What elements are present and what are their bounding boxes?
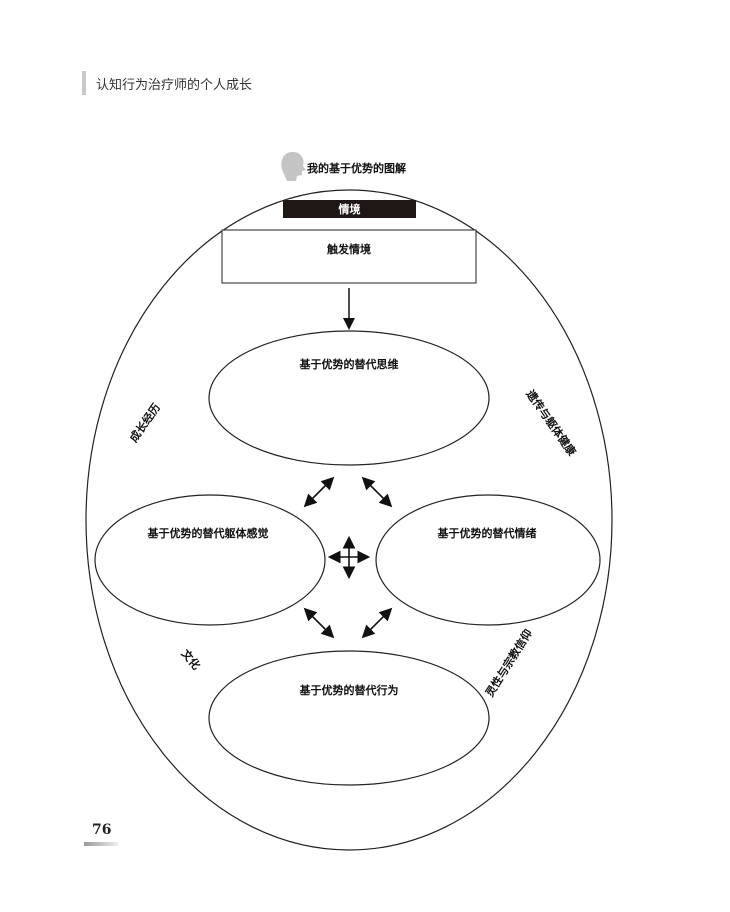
situation-label: 情境 — [339, 202, 361, 216]
emotions-ellipse — [375, 494, 601, 626]
header-accent-bar — [82, 71, 86, 95]
trigger-box — [221, 229, 477, 284]
behaviors-ellipse — [208, 650, 490, 786]
body-ellipse — [94, 494, 326, 626]
emotions-label: 基于优势的替代情绪 — [437, 526, 537, 540]
page-number: 76 — [92, 822, 112, 838]
thoughts-ellipse — [208, 330, 490, 466]
head-icon — [281, 151, 306, 181]
running-header: 认知行为治疗师的个人成长 — [96, 78, 253, 93]
body-label: 基于优势的替代躯体感觉 — [147, 526, 269, 540]
situation-header — [283, 200, 416, 218]
culture-label: 文化 — [179, 647, 204, 673]
diagram-title: 我的基于优势的图解 — [307, 161, 406, 175]
genetics-label: 遗传与躯体健康 — [523, 386, 580, 459]
growth-label: 成长经历 — [126, 401, 163, 445]
spirituality-label: 灵性与宗教信仰 — [482, 627, 535, 700]
page-number-bar — [84, 842, 118, 846]
behaviors-label: 基于优势的替代行为 — [299, 683, 399, 697]
outer-context-ellipse — [85, 189, 613, 851]
bidirectional-arrows — [303, 476, 393, 639]
trigger-label: 触发情境 — [326, 242, 371, 256]
thoughts-label: 基于优势的替代思维 — [299, 357, 399, 371]
